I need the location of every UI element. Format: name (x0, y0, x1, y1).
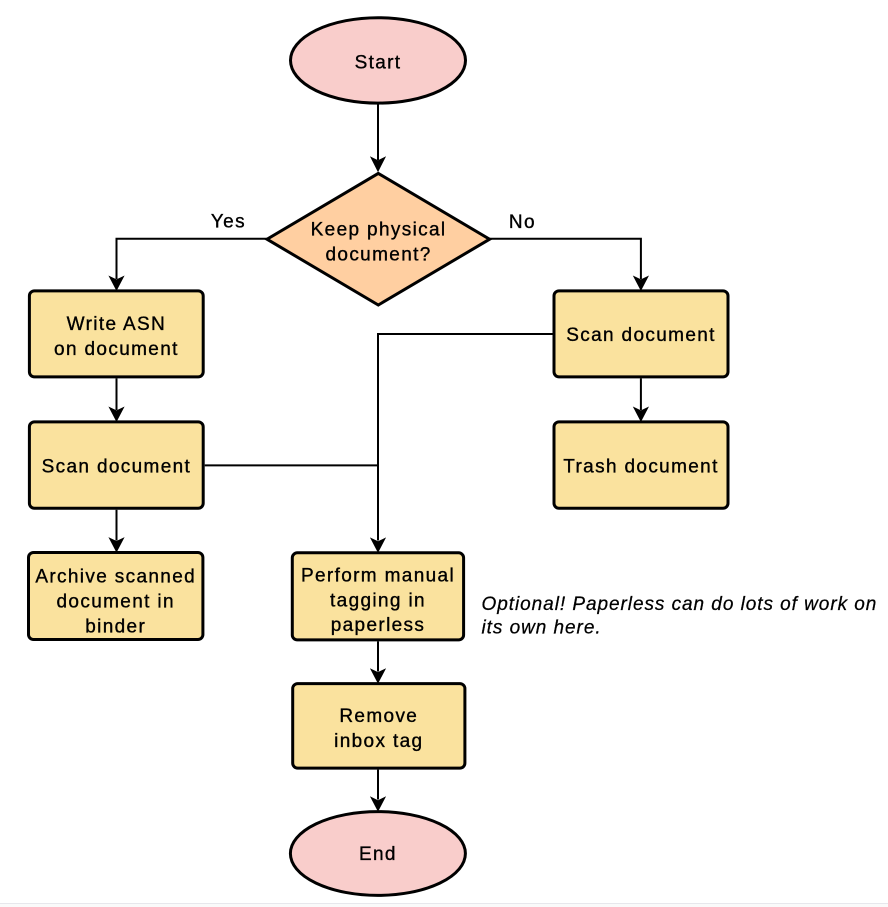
svg-text:Trash document: Trash document (563, 457, 718, 478)
svg-text:document?: document? (326, 245, 432, 266)
svg-text:binder: binder (85, 616, 146, 637)
svg-text:its own here.: its own here. (482, 618, 602, 639)
svg-text:Start: Start (355, 52, 402, 73)
svg-text:No: No (509, 212, 536, 233)
svg-text:on document: on document (54, 339, 179, 360)
svg-text:Perform manual: Perform manual (301, 566, 455, 587)
svg-text:Scan document: Scan document (42, 457, 192, 478)
svg-text:document in: document in (57, 592, 175, 613)
svg-text:Remove: Remove (339, 706, 418, 727)
svg-text:Scan document: Scan document (566, 325, 716, 346)
svg-text:Archive scanned: Archive scanned (35, 567, 196, 588)
svg-text:inbox tag: inbox tag (334, 731, 423, 752)
svg-text:paperless: paperless (331, 615, 426, 636)
svg-text:Optional! Paperless can do lot: Optional! Paperless can do lots of work … (482, 594, 878, 615)
svg-text:Yes: Yes (211, 211, 246, 232)
svg-text:End: End (359, 844, 397, 865)
svg-text:Write ASN: Write ASN (67, 314, 166, 335)
svg-text:Keep physical: Keep physical (311, 220, 447, 241)
svg-text:tagging in: tagging in (330, 590, 426, 611)
